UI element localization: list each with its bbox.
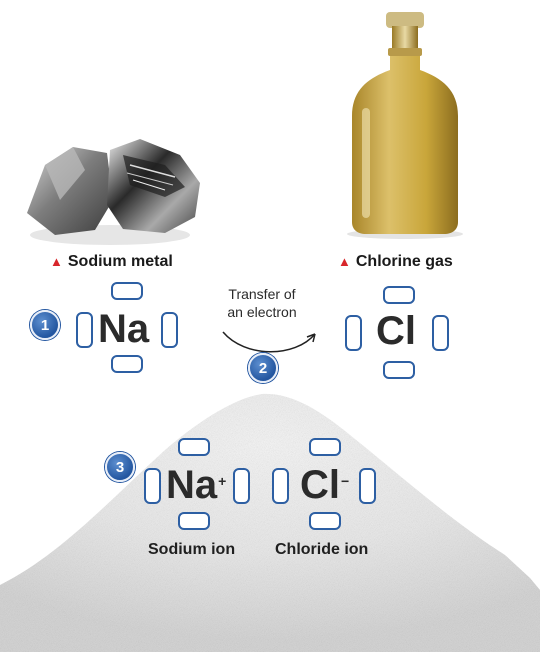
electron-slot-left xyxy=(272,468,289,504)
sodium-ion-symbol: Na+ xyxy=(166,465,226,505)
electron-slot-left xyxy=(144,468,161,504)
chloride-ion-label: Chloride ion xyxy=(275,541,369,558)
triangle-icon: ▲ xyxy=(50,254,63,269)
chlorine-caption-text: Chlorine gas xyxy=(355,253,453,270)
electron-slot-bottom xyxy=(111,355,143,373)
sodium-caption-text: Sodium metal xyxy=(67,253,173,270)
positive-charge: + xyxy=(218,473,227,489)
step-badge-3: 3 xyxy=(105,452,135,482)
electron-slot-right xyxy=(161,312,178,348)
transfer-line-2: an electron xyxy=(227,304,297,320)
electron-slot-top xyxy=(178,438,210,456)
step-badge-1: 1 xyxy=(30,310,60,340)
transfer-line-1: Transfer of xyxy=(228,286,296,302)
electron-slot-right xyxy=(432,315,449,351)
sodium-ion-text: Na xyxy=(166,463,218,507)
salt-pile-photo xyxy=(0,393,540,652)
chloride-ion-symbol: Cl− xyxy=(300,465,349,505)
step-badge-2: 2 xyxy=(248,353,278,383)
triangle-icon: ▲ xyxy=(338,254,351,269)
sodium-caption: ▲ Sodium metal xyxy=(50,253,173,271)
chlorine-bottle-photo xyxy=(347,12,463,239)
sodium-ion-label: Sodium ion xyxy=(148,541,236,558)
electron-slot-right xyxy=(233,468,250,504)
electron-slot-bottom xyxy=(383,361,415,379)
electron-slot-left xyxy=(345,315,362,351)
chlorine-symbol: Cl xyxy=(376,309,416,353)
transfer-label: Transfer of an electron xyxy=(212,285,312,321)
electron-slot-top xyxy=(309,438,341,456)
electron-slot-bottom xyxy=(309,512,341,530)
electron-slot-right xyxy=(359,468,376,504)
electron-slot-bottom xyxy=(178,512,210,530)
negative-charge: − xyxy=(341,473,350,489)
electron-slot-top xyxy=(383,286,415,304)
sodium-metal-photo xyxy=(27,139,200,245)
chlorine-caption: ▲ Chlorine gas xyxy=(338,253,453,271)
electron-slot-left xyxy=(76,312,93,348)
curved-arrow-icon xyxy=(222,331,316,353)
chloride-ion-text: Cl xyxy=(300,463,340,507)
sodium-symbol: Na xyxy=(98,307,150,351)
electron-slot-top xyxy=(111,282,143,300)
